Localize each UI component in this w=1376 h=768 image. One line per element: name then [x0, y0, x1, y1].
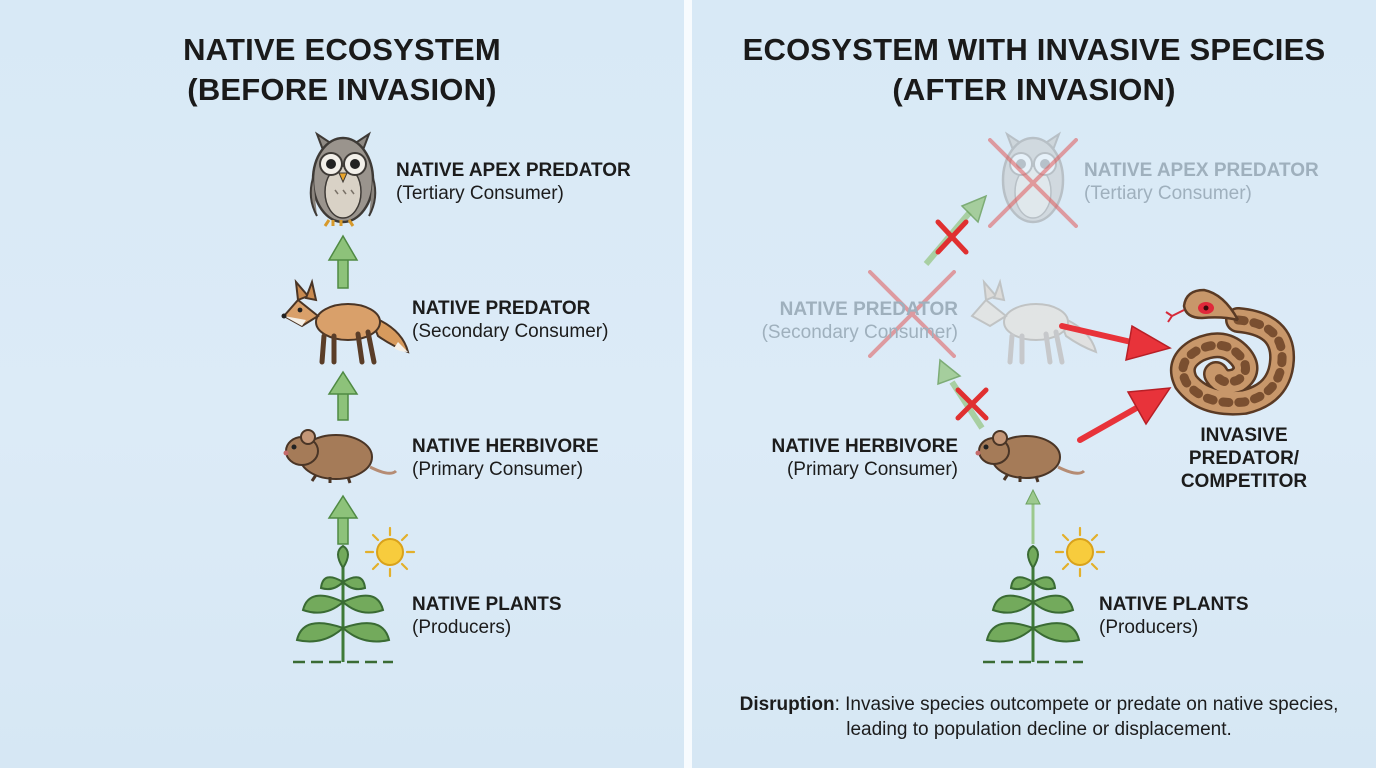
invasive-line2: PREDATOR/ — [1188, 448, 1300, 469]
left-title-line1: NATIVE ECOSYSTEM — [183, 32, 501, 67]
owl-removed-cross-icon — [988, 138, 1078, 228]
left-plants-name: NATIVE PLANTS — [412, 594, 562, 615]
right-herbivore-name: NATIVE HERBIVORE — [771, 436, 958, 457]
left-apex-name: NATIVE APEX PREDATOR — [396, 160, 631, 181]
disruption-note: Disruption: Invasive species outcompete … — [724, 692, 1354, 742]
right-plants-role: (Producers) — [1099, 617, 1199, 638]
energy-arrow-predator-to-apex — [327, 234, 359, 289]
blocked-arrow-herbivore-to-predator — [937, 358, 989, 430]
invasive-species-label: INVASIVE PREDATOR/ COMPETITOR — [1160, 424, 1328, 493]
left-apex-role: (Tertiary Consumer) — [396, 183, 564, 204]
left-predator-name: NATIVE PREDATOR — [412, 298, 591, 319]
left-plants-label: NATIVE PLANTS (Producers) — [412, 593, 562, 639]
energy-arrow-plant-to-herbivore — [327, 494, 359, 545]
disruption-note-bold: Disruption — [739, 694, 835, 715]
left-predator-label: NATIVE PREDATOR (Secondary Consumer) — [412, 297, 608, 343]
disruption-note-text: : Invasive species outcompete or predate… — [834, 694, 1339, 740]
fox-icon — [281, 278, 410, 365]
right-apex-label: NATIVE APEX PREDATOR (Tertiary Consumer) — [1084, 159, 1319, 205]
mouse-icon-right — [975, 430, 1086, 483]
left-predator-role: (Secondary Consumer) — [412, 321, 609, 342]
left-plants-role: (Producers) — [412, 617, 512, 638]
right-herbivore-role: (Primary Consumer) — [786, 459, 958, 480]
right-plants-name: NATIVE PLANTS — [1099, 594, 1249, 615]
blocked-arrow-predator-to-apex — [923, 194, 988, 266]
plant-icon-right — [983, 544, 1083, 664]
right-predator-role: (Secondary Consumer) — [761, 322, 958, 343]
snake-icon — [1165, 288, 1296, 416]
invasive-line1: INVASIVE — [1200, 425, 1288, 446]
right-predator-label: NATIVE PREDATOR (Secondary Consumer) — [700, 298, 958, 344]
right-plants-label: NATIVE PLANTS (Producers) — [1099, 593, 1249, 639]
right-herbivore-label: NATIVE HERBIVORE (Primary Consumer) — [700, 435, 958, 481]
predator-removed-cross-icon — [868, 270, 956, 358]
left-title: NATIVE ECOSYSTEM (BEFORE INVASION) — [120, 30, 564, 110]
right-title-line1: ECOSYSTEM WITH INVASIVE SPECIES — [742, 32, 1326, 67]
right-predator-name: NATIVE PREDATOR — [779, 299, 958, 320]
left-herbivore-label: NATIVE HERBIVORE (Primary Consumer) — [412, 435, 599, 481]
left-title-line2: (BEFORE INVASION) — [187, 72, 497, 107]
owl-icon — [309, 131, 377, 227]
energy-arrow-plant-to-herbivore-right — [1025, 488, 1041, 544]
energy-arrow-herbivore-to-predator — [327, 370, 359, 421]
invasive-arrow-from-fox — [1059, 323, 1172, 362]
right-title: ECOSYSTEM WITH INVASIVE SPECIES (AFTER I… — [724, 30, 1344, 110]
right-apex-name: NATIVE APEX PREDATOR — [1084, 160, 1319, 181]
owl-faded-icon — [1001, 131, 1065, 224]
left-apex-label: NATIVE APEX PREDATOR (Tertiary Consumer) — [396, 159, 631, 205]
plant-icon — [293, 544, 393, 664]
panel-divider — [684, 0, 692, 768]
fox-faded-icon — [970, 278, 1098, 365]
invasive-arrow-from-herbivore — [1077, 387, 1172, 443]
right-apex-role: (Tertiary Consumer) — [1084, 183, 1252, 204]
left-herbivore-role: (Primary Consumer) — [412, 459, 584, 480]
sun-icon — [364, 526, 416, 578]
right-title-line2: (AFTER INVASION) — [892, 72, 1176, 107]
mouse-icon — [283, 429, 398, 484]
invasive-line3: COMPETITOR — [1180, 471, 1308, 492]
sun-icon-right — [1054, 526, 1106, 578]
left-herbivore-name: NATIVE HERBIVORE — [412, 436, 599, 457]
